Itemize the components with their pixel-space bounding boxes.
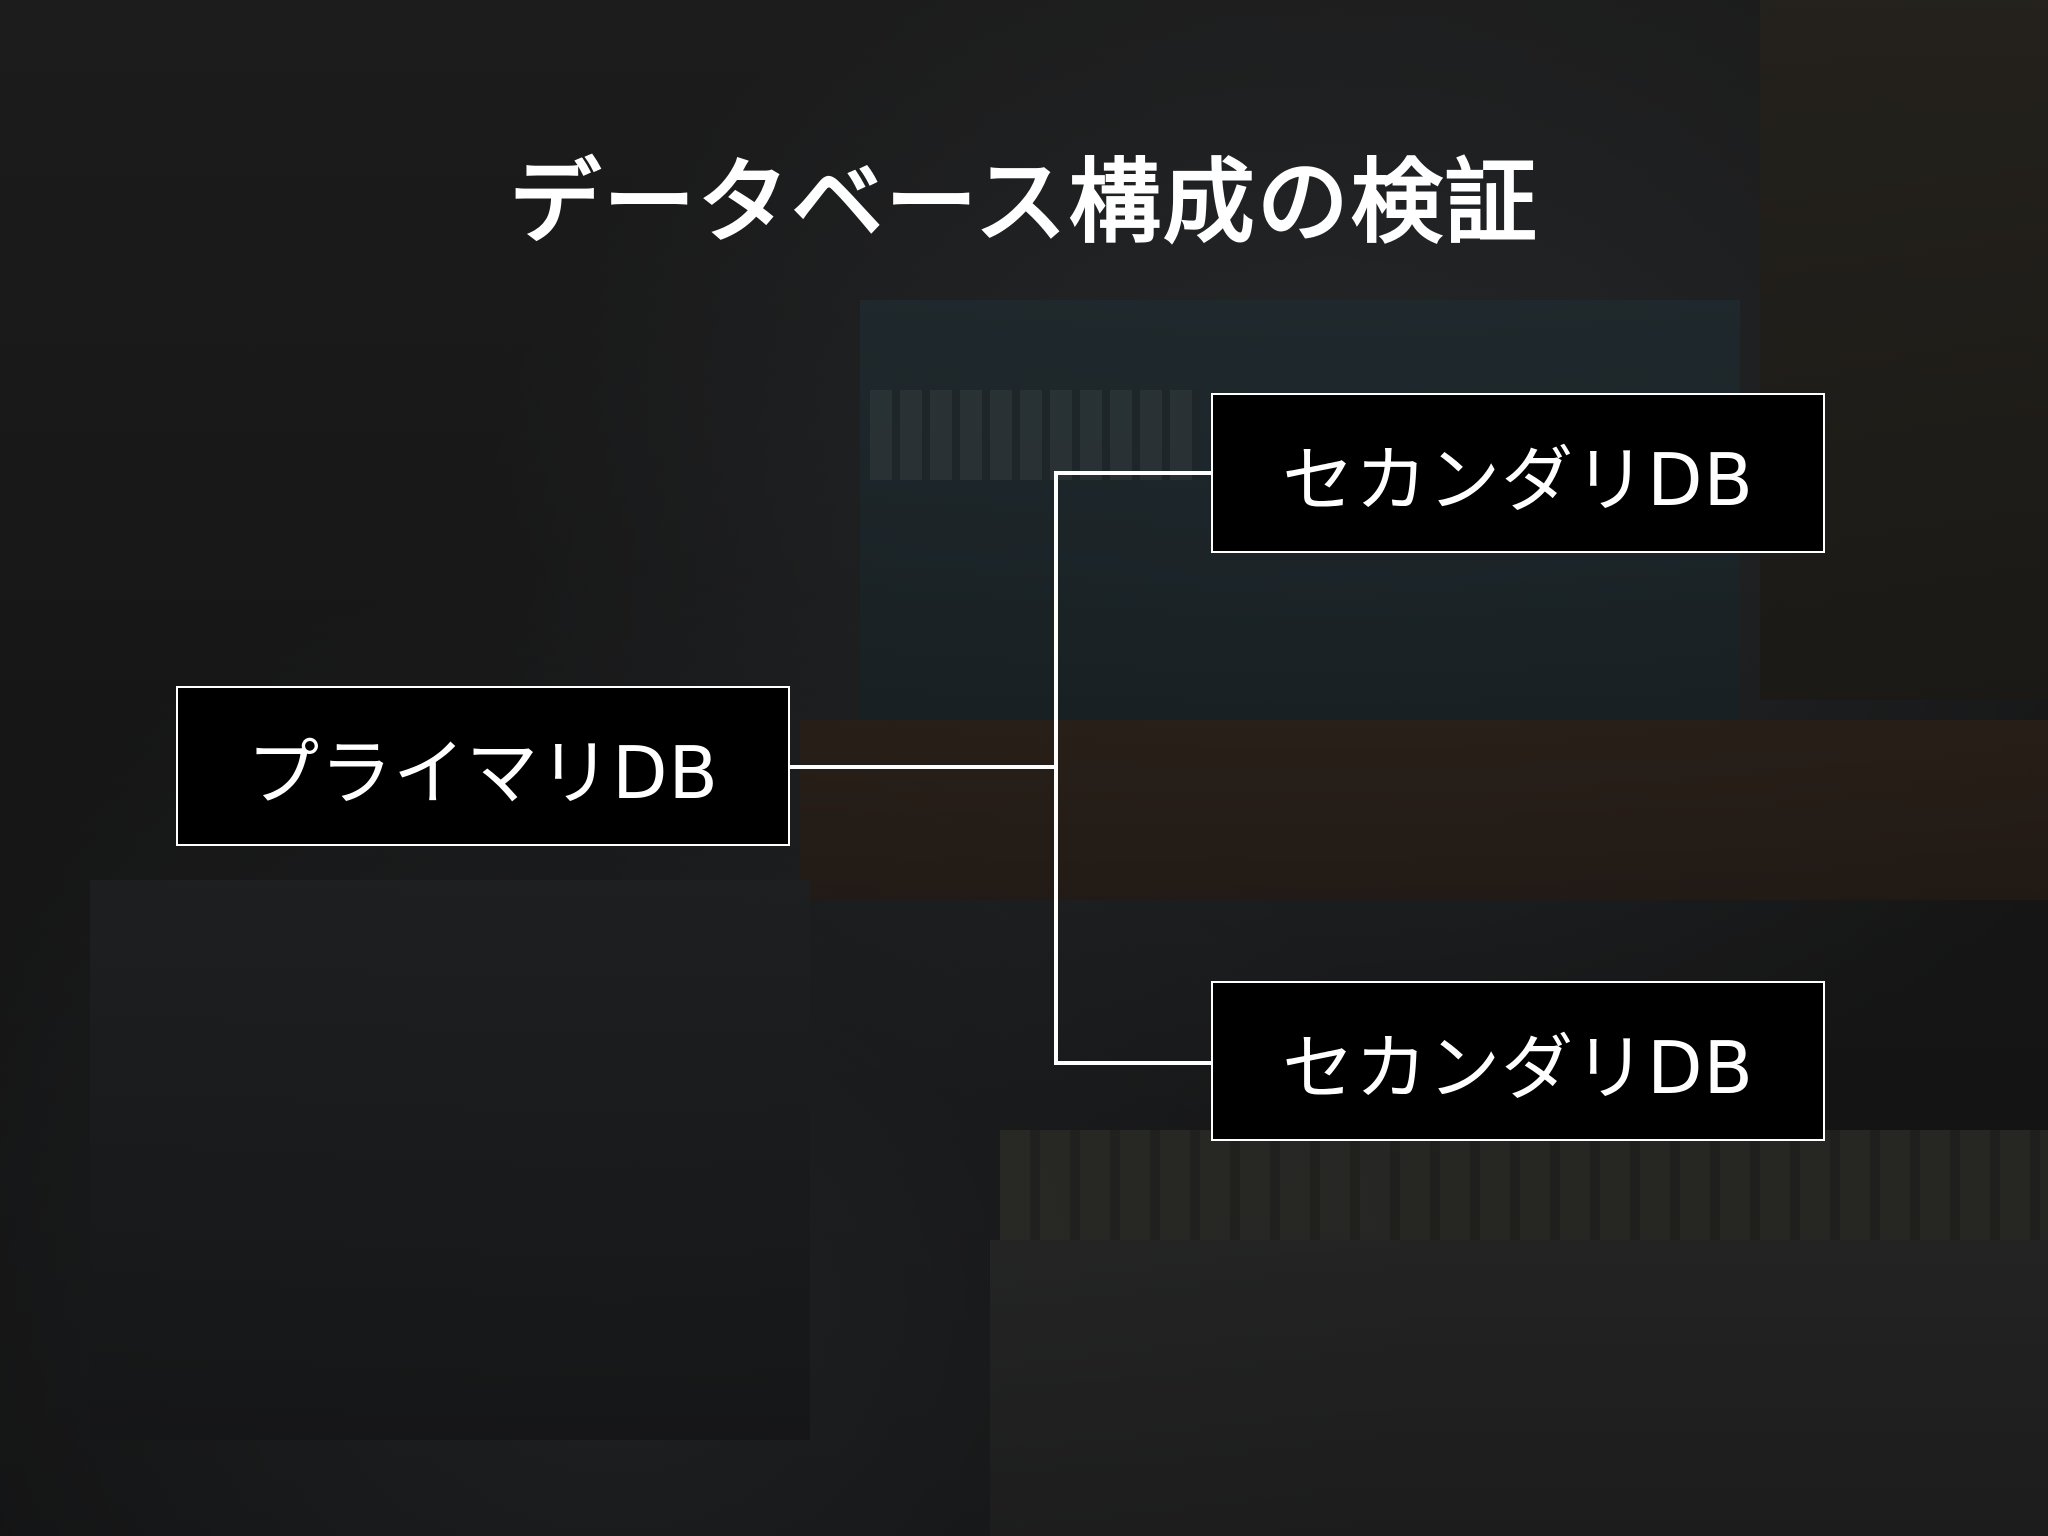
primary-db-node: プライマリDB <box>176 686 790 846</box>
background-wall <box>1760 0 2048 700</box>
secondary-db-node-1: セカンダリDB <box>1211 393 1825 553</box>
slide-title: データベース構成の検証 <box>0 128 2048 261</box>
background-switch-bottom <box>1000 1130 2048 1240</box>
secondary-db-label-2: セカンダリDB <box>1282 1009 1754 1114</box>
secondary-db-node-2: セカンダリDB <box>1211 981 1825 1141</box>
background-router <box>90 880 810 1440</box>
secondary-db-label-1: セカンダリDB <box>1282 421 1754 526</box>
primary-db-label: プライマリDB <box>247 714 719 819</box>
background-switch <box>870 390 1200 480</box>
background-shelf <box>800 720 2048 900</box>
background-case <box>990 1240 2048 1536</box>
